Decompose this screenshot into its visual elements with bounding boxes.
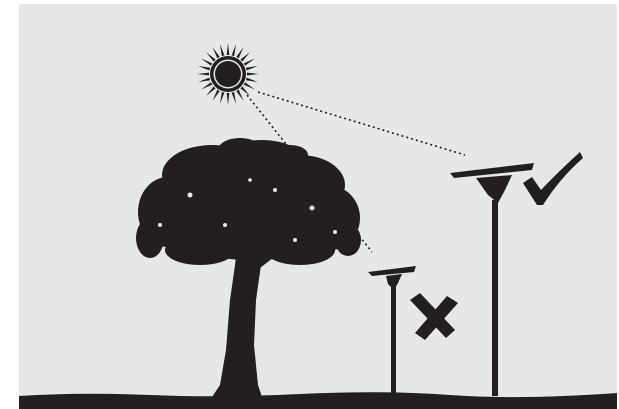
sun-icon [197,43,259,105]
